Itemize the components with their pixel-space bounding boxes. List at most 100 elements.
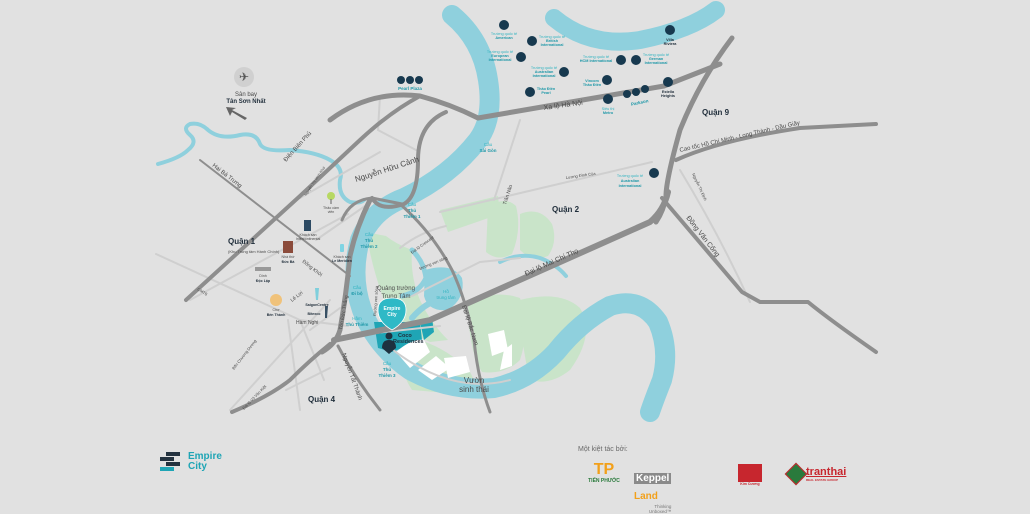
poi-vincom[interactable]: Vincom Thảo Điền [583,75,612,87]
svg-text:Pearl Plaza: Pearl Plaza [398,86,422,91]
poi-parkson[interactable]: Parkson [623,85,649,107]
svg-text:Estella: Estella [662,90,675,94]
keppel-name: Keppel [634,473,672,484]
road-cmt8: CMT8 [196,287,209,297]
poi-estella-heights[interactable]: Estella Heights [661,77,675,98]
svg-text:Thủ: Thủ [365,238,373,243]
svg-text:International: International [645,61,668,65]
svg-text:Trung Tâm: Trung Tâm [381,294,410,300]
landmark-nha-tho[interactable]: Nhà thờ Đức Bà [282,241,296,264]
svg-text:Thảo Điền: Thảo Điền [537,87,556,91]
svg-text:Vincom: Vincom [585,79,599,83]
brand-line-2: City [188,461,207,472]
airport-marker[interactable]: ✈ Sân bay Tân Sơn Nhất [226,67,266,120]
road-nguyen-huu-canh: Nguyễn Hữu Cảnh [354,155,420,184]
svg-text:Cầu: Cầu [365,232,374,237]
road-le-loi: Lê Lợi [290,290,305,303]
district-q9-label: Quận 9 [702,108,730,117]
keppel-tagline: Thinking Unboxed™ [648,504,672,514]
kim-cuong-name: Kim Cương [740,482,760,486]
cinema-icon [641,85,649,93]
tree-icon [327,192,335,200]
empire-city-pin[interactable]: Empire City [377,297,407,331]
svg-text:Thiêm 1: Thiêm 1 [403,214,421,219]
svg-text:Heights: Heights [661,94,675,98]
tunnel-thu-thiem: Hầm Thủ Thiêm [346,316,369,327]
poi-british-school[interactable]: Trường quốc tế British International [527,35,566,47]
svg-text:Sài Gòn: Sài Gòn [479,148,496,153]
poi-hcm-intl-school[interactable]: Trường quốc tế HCM International [580,55,626,65]
poi-european-school[interactable]: Trường quốc tế European International [487,50,526,62]
landmark-ben-thanh[interactable]: Chợ Bến Thành [267,294,286,317]
poi-villa-riviera[interactable]: Villa Riviera [664,25,678,46]
poi-pearl-plaza[interactable]: Pearl Plaza [397,76,423,91]
svg-text:Trường quốc tế: Trường quốc tế [539,35,566,39]
svg-text:Khách sạn: Khách sạn [334,255,351,259]
svg-text:German: German [649,57,664,61]
bridge-di-bo: Cầu Đi bộ [351,285,362,296]
airplane-icon: ✈ [239,70,249,84]
svg-text:Intercontinental: Intercontinental [296,237,321,241]
svg-text:Thủ Thiêm: Thủ Thiêm [346,322,369,327]
landmark-saigon-centre[interactable]: SaigonCentre [305,288,329,307]
landmark-intercontinental[interactable]: Khách sạn Intercontinental [296,220,321,241]
dining-icon [632,88,640,96]
poi-australian-school[interactable]: Trường quốc tế Australian International [531,66,569,78]
landmarks: Thảo cầm viên Khách sạn Intercontinental… [255,192,352,318]
map-pin-icon [377,297,407,331]
kim-cuong-logo-icon [738,464,762,482]
tranthai-sub: REAL ESTATE GROUP [806,477,839,482]
bridge-thu-thiem-1: Cầu Thủ Thiêm 1 [403,202,421,219]
landmark-le-meridien[interactable]: Khách sạn Le Meridien [332,244,352,263]
svg-text:Cầu: Cầu [408,202,417,207]
partner-tranthai: tranthai REAL ESTATE GROUP [784,462,847,486]
partners-label: Một kiệt tác bởi: [578,446,628,453]
svg-text:Khách sạn: Khách sạn [300,233,317,237]
graduation-cap-icon [616,55,626,65]
airport-circle [234,67,254,87]
minor-roads [155,95,751,411]
poi-german-school[interactable]: Trường quốc tế German International [631,53,670,65]
road-ham-nghi: Hàm Nghi [296,320,318,326]
poi-thao-dien-pearl[interactable]: Thảo Điền Pearl [525,87,556,97]
shopping-cart-icon [603,94,613,104]
graduation-cap-icon [631,55,641,65]
landmark-thao-cam-vien[interactable]: Thảo cầm viên [323,192,339,214]
bridge-thu-thiem-2: Cầu Thủ Thiêm 2 [360,232,378,249]
svg-text:British: British [546,39,559,43]
partner-keppel-land: Keppel Land Thinking Unboxed™ [634,468,672,514]
bridge-thu-thiem-3: Cầu Thủ Thiêm 3 [378,361,396,378]
poi-australian-school-2[interactable]: Trường quốc tế Australian International [617,168,659,188]
poi-metro[interactable]: Siêu thị Metro [602,94,615,115]
north-pois: Pearl Plaza Trường quốc tế American Trườ… [397,20,677,188]
landmark-bitexco[interactable]: Bitexco [308,306,328,318]
svg-text:Trường quốc tế: Trường quốc tế [531,66,558,70]
svg-text:sinh thái: sinh thái [459,385,489,394]
thu-thiem-labels: Quảng trường Trung Tâm Hồ trung tâm Vườn… [377,286,489,394]
tien-phuoc-name: TIẾN PHƯỚC [588,478,620,484]
tranthai-logo-icon [784,462,808,486]
dining-icon [406,76,414,84]
tranthai-name: tranthai [806,465,847,478]
svg-text:Đức Bà: Đức Bà [282,260,295,264]
svg-text:Le Meridien: Le Meridien [332,259,352,263]
person-body-icon [382,340,396,354]
arrow-northwest-icon [226,107,247,120]
shopping-icon [623,90,631,98]
poi-american-school[interactable]: Trường quốc tế American [491,20,518,40]
svg-text:Thiêm 3: Thiêm 3 [378,373,396,378]
coco-label-1: Coco [398,333,412,339]
landmark-dinh-doc-lap[interactable]: Dinh Độc Lập [255,267,271,283]
road-crescent: Đại lộ Crescent [410,234,436,255]
svg-text:Hầm: Hầm [352,316,362,321]
svg-text:Dinh: Dinh [259,274,266,278]
airport-label-2: Tân Sơn Nhất [226,98,265,105]
svg-text:Villa: Villa [666,38,675,42]
svg-text:Trường quốc tế: Trường quốc tế [643,53,670,57]
empire-logo-icon [160,452,182,472]
coco-residences-marker[interactable]: Coco Residences [382,332,424,355]
svg-text:Bến Thành: Bến Thành [267,313,286,317]
svg-text:Trường quốc tế: Trường quốc tế [617,174,644,178]
brand-line-1: Empire [188,451,222,462]
airport-label-1: Sân bay [235,92,257,98]
